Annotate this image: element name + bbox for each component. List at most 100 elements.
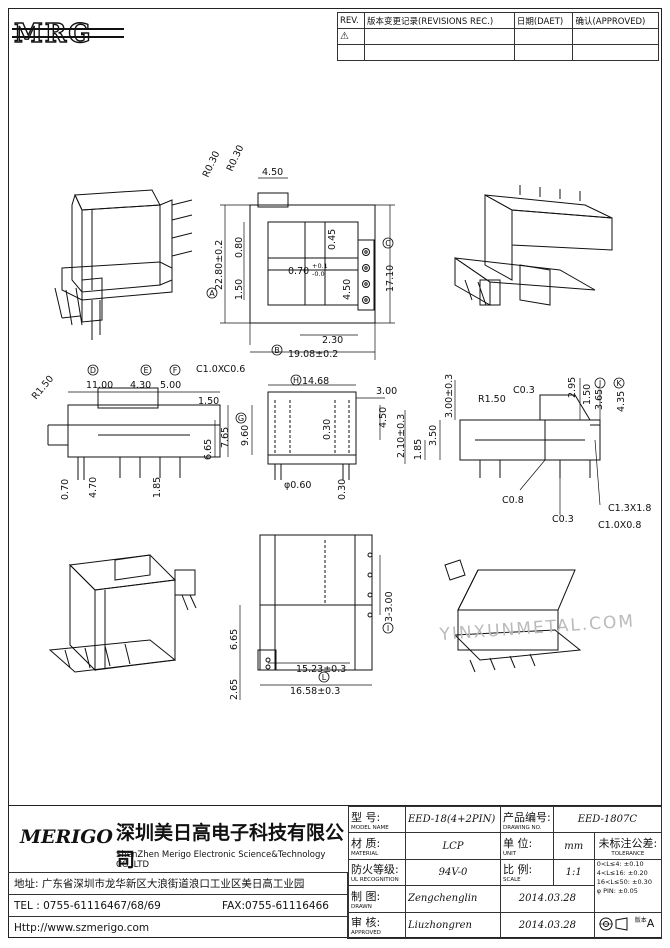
dim-4-35: 4.35 bbox=[616, 391, 627, 412]
callout-g: G bbox=[238, 414, 244, 423]
dim-4-50-mid: 4.50 bbox=[342, 279, 353, 300]
callout-b-circle bbox=[271, 344, 283, 356]
dim-2-65: 2.65 bbox=[229, 679, 240, 700]
drawn-label: 制 图: bbox=[351, 889, 381, 903]
dim-14-68: 14.68 bbox=[302, 376, 329, 387]
dim-1-85-a: 1.85 bbox=[152, 477, 163, 498]
company-logo: MRG bbox=[12, 18, 124, 50]
callout-g-circle bbox=[235, 412, 247, 424]
dim-1-85-b: 1.85 bbox=[413, 439, 424, 460]
scale-label: 比 例: bbox=[503, 863, 533, 877]
approved-date: 2014.03.28 bbox=[500, 911, 595, 940]
dim-r1-50-a: R1.50 bbox=[30, 374, 56, 402]
isometric-view-bottom-left bbox=[48, 554, 197, 673]
version-label: 版本 bbox=[634, 916, 647, 924]
dim-c1-0x0-8: C1.0X0.8 bbox=[598, 520, 641, 531]
callout-j-circle bbox=[594, 377, 606, 389]
dim-r1-50-b: R1.50 bbox=[478, 394, 506, 405]
end-view bbox=[424, 378, 601, 515]
dim-4-70: 4.70 bbox=[88, 477, 99, 498]
dim-r030-b: R0.30 bbox=[225, 143, 247, 173]
callout-k-circle bbox=[613, 377, 625, 389]
watermark: YINXUNMETAL.COM bbox=[438, 611, 636, 645]
dim-2-95: 2.95 bbox=[567, 377, 578, 398]
dim-phi-0-60: φ0.60 bbox=[284, 480, 311, 491]
dim-17-10: 17.10 bbox=[385, 265, 396, 292]
callout-k: K bbox=[616, 379, 622, 388]
callout-e-circle bbox=[140, 364, 152, 376]
dim-0-70: 0.70 bbox=[288, 266, 309, 277]
dim-1-50-c: 1.50 bbox=[582, 384, 593, 405]
dim-c1-0xc0-6: C1.0XC0.6 bbox=[196, 364, 245, 375]
model-label: 型 号: bbox=[351, 810, 381, 824]
dim-6-65-b: 6.65 bbox=[229, 629, 240, 650]
callout-l: L bbox=[322, 673, 327, 682]
dim-c0-3-a: C0.3 bbox=[513, 385, 535, 396]
unit-label: 单 位: bbox=[503, 837, 533, 851]
company-name-cn: 深圳美日高电子科技有限公司 bbox=[116, 822, 345, 871]
callout-l-circle bbox=[318, 671, 330, 683]
approved-value: Liuzhongren bbox=[405, 911, 501, 940]
approved-label: 审 核: bbox=[351, 916, 381, 930]
tolerance-table: 0<L≤4: ±0.10 4<L≤16: ±0.20 16<L≤50: ±0.3… bbox=[593, 858, 663, 913]
title-block: MERIGO 深圳美日高电子科技有限公司 ShenZhen Merigo Ele… bbox=[8, 805, 663, 940]
callout-a: A bbox=[209, 289, 215, 298]
dim-c1-3x1-8: C1.3X1.8 bbox=[608, 503, 651, 514]
flame-value: 94V-0 bbox=[405, 858, 501, 887]
drawing-label: 产品编号: bbox=[503, 810, 551, 824]
callout-d: D bbox=[90, 366, 96, 375]
callout-c: C bbox=[385, 239, 391, 248]
dim-0-30-b: 0.30 bbox=[337, 479, 348, 500]
company-name-en: ShenZhen Merigo Electronic Science&Techn… bbox=[116, 850, 326, 870]
dim-0-30-a: 0.30 bbox=[322, 419, 333, 440]
dim-3-00-a: 3.00 bbox=[376, 386, 397, 397]
isometric-view-bottom-right bbox=[444, 559, 582, 673]
callout-a-circle bbox=[206, 287, 218, 299]
callout-h-circle bbox=[290, 374, 302, 386]
callout-markers: A B C D E F G H I J K L bbox=[87, 237, 625, 683]
tolerance-label: 未标注公差: bbox=[598, 837, 658, 851]
drawing-sheet bbox=[8, 8, 662, 938]
top-view bbox=[220, 177, 395, 360]
brand-logo: MERIGO bbox=[20, 826, 113, 848]
dim-9-60: 9.60 bbox=[240, 425, 251, 446]
callout-e: E bbox=[143, 366, 148, 375]
dim-0-70-b: 0.70 bbox=[60, 479, 71, 500]
model-value: EED-18(4+2PIN) bbox=[405, 805, 501, 834]
address-row: 地址: 广东省深圳市龙华新区大浪街道浪口工业区美日高工业园 bbox=[8, 872, 348, 894]
dim-r030-a: R0.30 bbox=[201, 149, 223, 179]
projection-cell: 版本 A bbox=[593, 911, 663, 940]
tel: TEL : 0755-61116467/68/69 bbox=[14, 900, 161, 912]
dim-3-00-b: 3.00±0.3 bbox=[444, 374, 455, 418]
dim-22-80: 22.80±0.2 bbox=[214, 240, 225, 290]
web-row: Http://www.szmerigo.com bbox=[8, 916, 348, 939]
front-view bbox=[47, 387, 229, 480]
material-label: 材 质: bbox=[351, 837, 381, 851]
projection-symbol-icon bbox=[598, 916, 628, 931]
dim-5-00: 5.00 bbox=[160, 380, 181, 391]
callout-i: I bbox=[387, 624, 389, 633]
dim-2-30: 2.30 bbox=[322, 335, 343, 346]
drawn-date: 2014.03.28 bbox=[500, 885, 595, 913]
revision-table: REV. 版本变更记录(REVISIONS REC.) 日期(DAET) 确认(… bbox=[336, 12, 659, 61]
dim-6-65-a: 6.65 bbox=[203, 439, 214, 460]
dim-3-50: 3.50 bbox=[428, 425, 439, 446]
fax: FAX:0755-61116466 bbox=[222, 900, 329, 912]
dim-15-23: 15.23±0.3 bbox=[296, 664, 346, 675]
callout-f: F bbox=[173, 366, 178, 375]
callout-c-circle bbox=[382, 237, 394, 249]
callout-i-circle bbox=[382, 622, 394, 634]
drawn-value: Zengchenglin bbox=[405, 885, 501, 913]
material-value: LCP bbox=[405, 832, 501, 860]
dim-4-30: 4.30 bbox=[130, 380, 151, 391]
scale-value: 1:1 bbox=[552, 858, 595, 887]
version-value: A bbox=[646, 916, 655, 930]
company-box: MERIGO 深圳美日高电子科技有限公司 ShenZhen Merigo Ele… bbox=[8, 806, 349, 872]
dim-11-00: 11.00 bbox=[86, 380, 113, 391]
dim-1-50-left: 1.50 bbox=[234, 279, 245, 300]
dim-1-50-b: 1.50 bbox=[198, 396, 219, 407]
bottom-view bbox=[239, 534, 381, 700]
dim-16-58: 16.58±0.3 bbox=[290, 686, 340, 697]
dim-0-70-plus: +0.1 bbox=[312, 262, 328, 270]
